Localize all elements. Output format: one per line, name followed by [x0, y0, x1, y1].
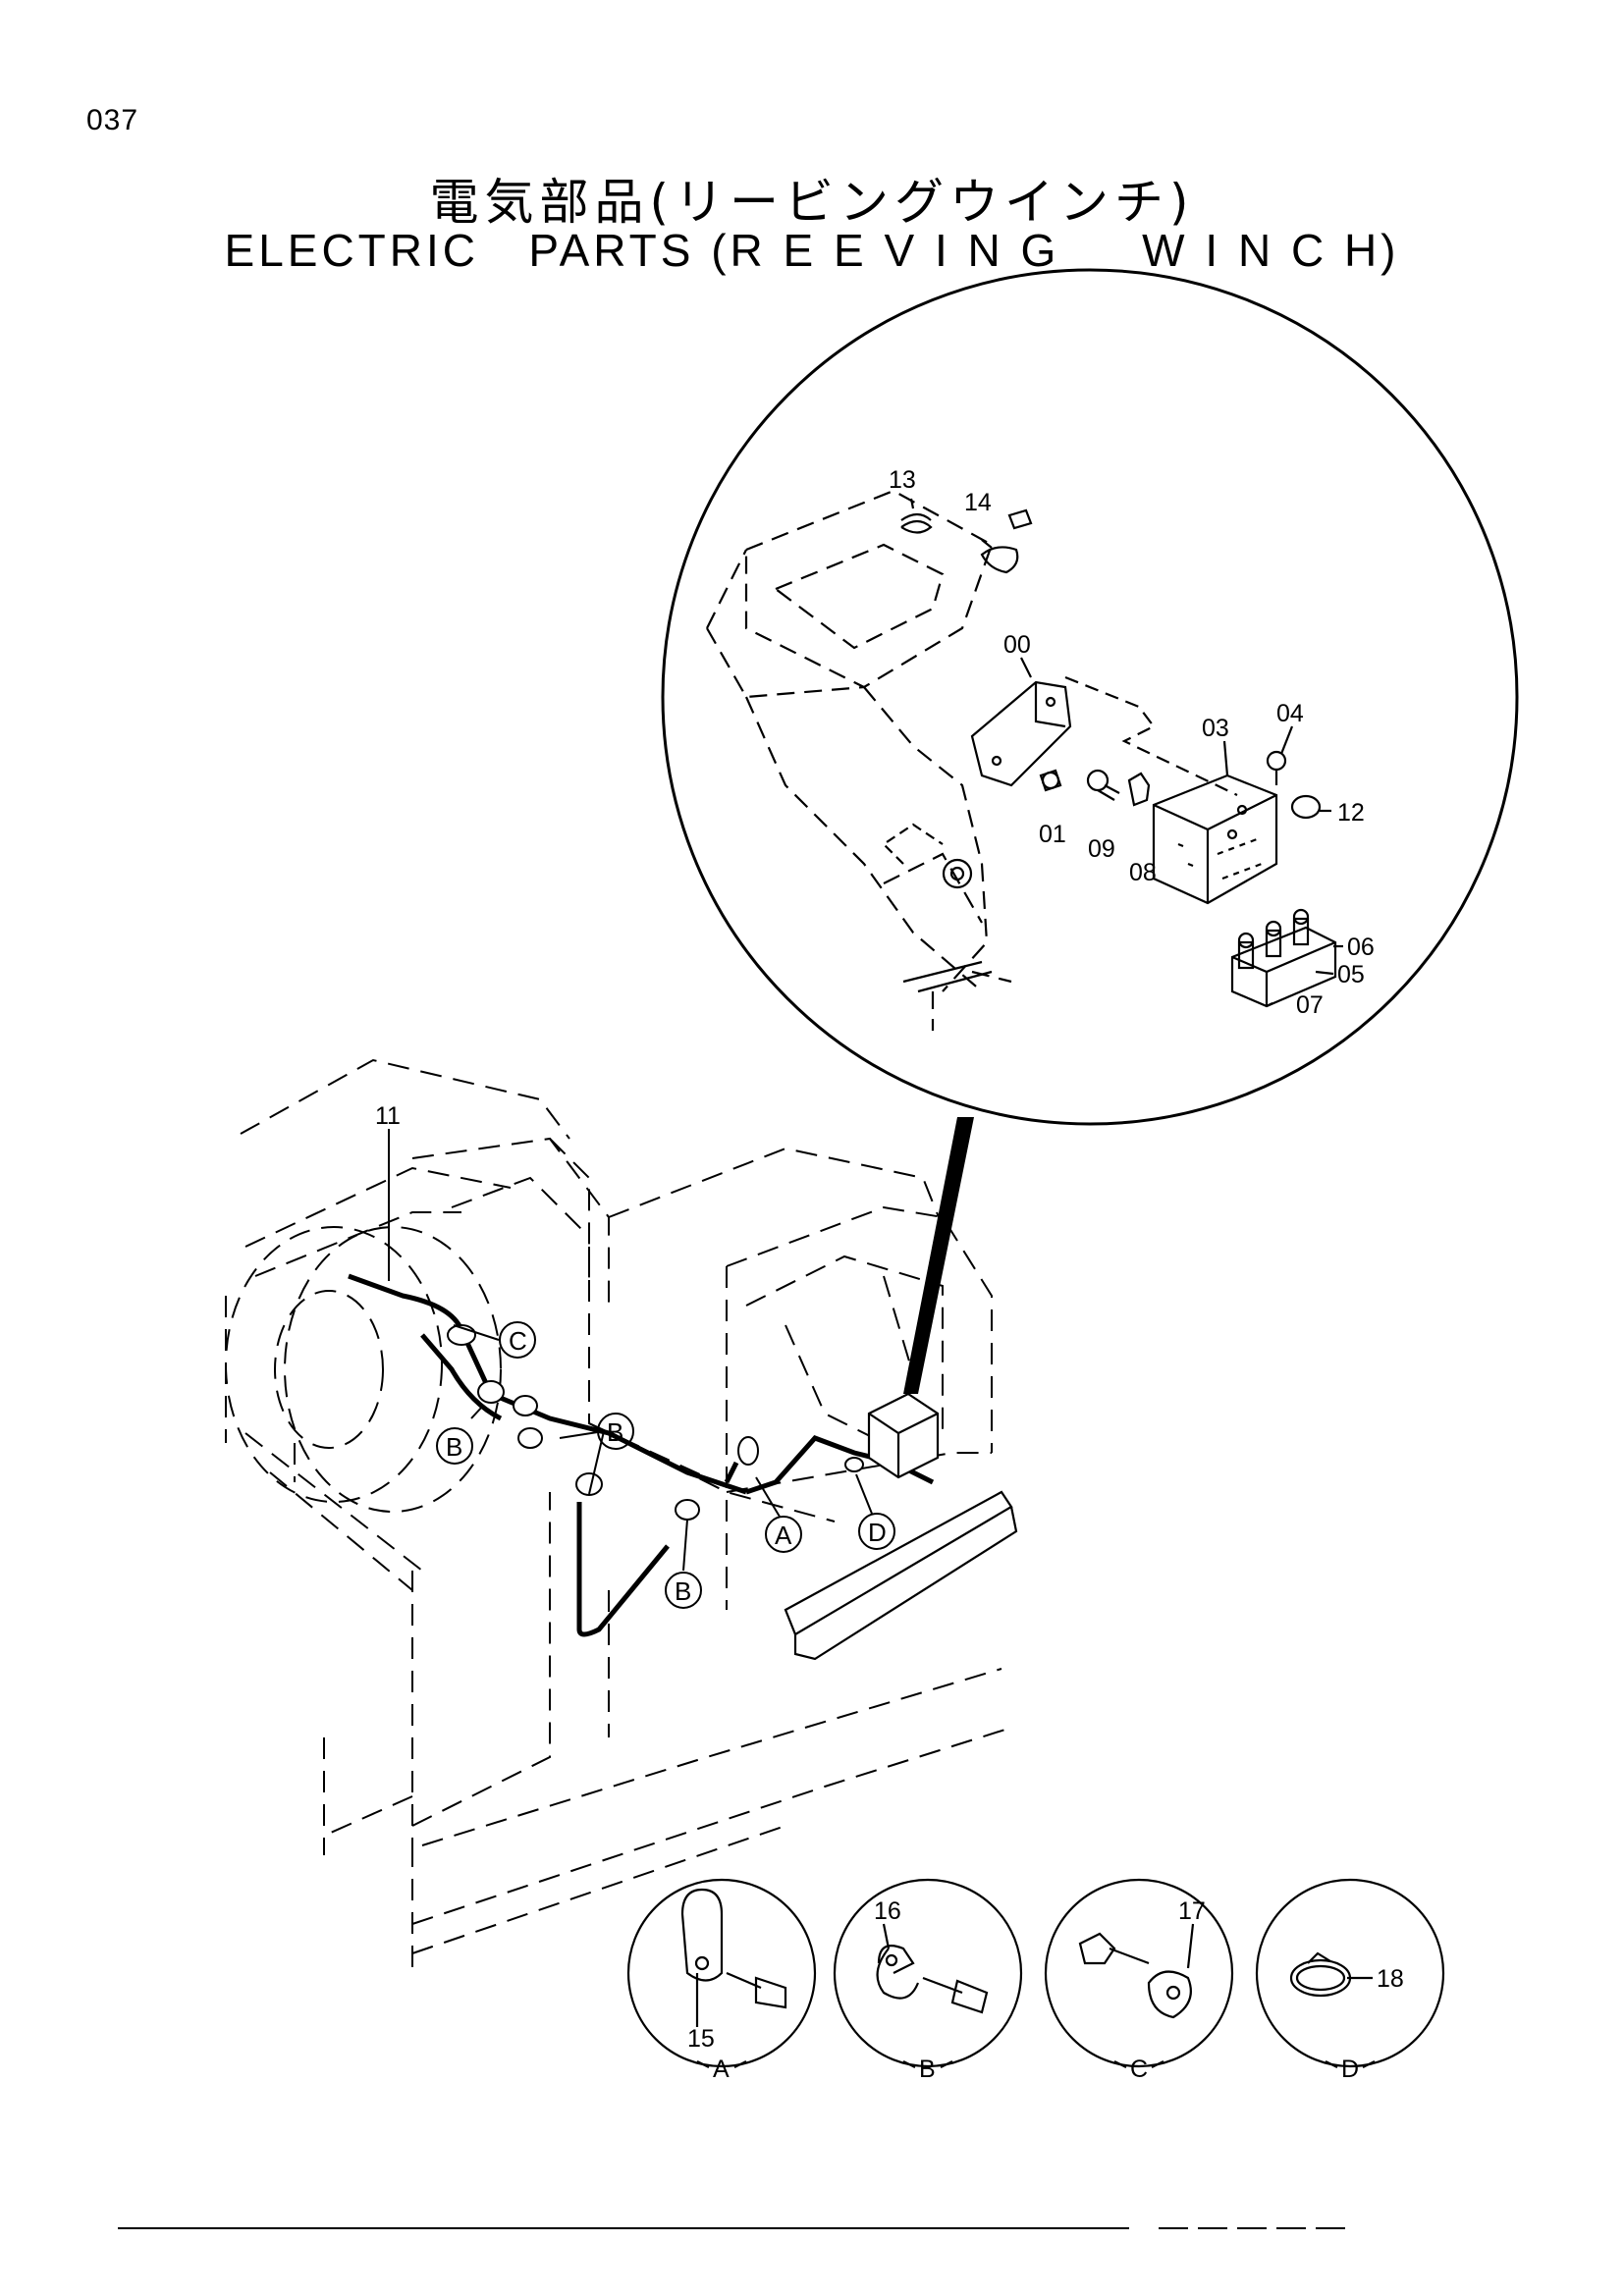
callout-labels: C B B B A D 11: [375, 1102, 887, 1606]
part-label-03: 03: [1202, 715, 1229, 742]
harness-clamps: [447, 1324, 864, 1521]
page-number: 037: [86, 104, 139, 136]
callout-b-lower: B: [675, 1576, 691, 1606]
part-label-05: 05: [1337, 961, 1365, 988]
callout-b-left: B: [446, 1432, 462, 1462]
part-label-16: 16: [874, 1897, 901, 1925]
deck-platform: [784, 1490, 1018, 1661]
callouts: [388, 1129, 895, 1609]
part-label-11: 11: [375, 1102, 401, 1130]
part-label-09: 09: [1088, 835, 1115, 863]
detail-views: [626, 1878, 1445, 2068]
detail-view-label-c: C: [1130, 2056, 1148, 2083]
part-label-17: 17: [1178, 1897, 1206, 1925]
callout-d: D: [868, 1518, 887, 1547]
part-label-06: 06: [1347, 934, 1375, 961]
detail-pointer: [903, 1117, 974, 1394]
harness-wire: [348, 1273, 935, 1637]
detail-view-label-d: D: [1341, 2056, 1359, 2083]
part-label-00: 00: [1003, 631, 1031, 659]
switch-box-on-cab: [867, 1392, 940, 1479]
callout-b-right: B: [607, 1417, 623, 1447]
callout-a: A: [775, 1521, 792, 1550]
title-japanese: 電気部品(リービングウインチ): [429, 174, 1195, 231]
callout-c: C: [509, 1326, 527, 1356]
part-label-13: 13: [889, 466, 916, 494]
detail-magnified-view: [661, 268, 1519, 1126]
part-label-01: 01: [1039, 821, 1066, 848]
part-label-12: 12: [1337, 799, 1365, 827]
detail-view-label-a: A: [713, 2056, 730, 2083]
part-label-04: 04: [1276, 700, 1304, 727]
part-label-08: 08: [1129, 859, 1157, 886]
machine-assembly: [225, 1058, 1012, 1973]
title-english: ELECTRIC PARTS (R E E V I N G W I N C H): [224, 225, 1400, 276]
detail-part-labels: 13 14 00 01 09 08 03 04 12 06 05 07: [889, 466, 1375, 1019]
part-label-15: 15: [687, 2025, 715, 2053]
part-label-14: 14: [964, 489, 992, 516]
detail-view-labels: 15 16 17 18 A B C D: [687, 1897, 1404, 2083]
part-label-18: 18: [1377, 1965, 1404, 1993]
detail-view-label-b: B: [919, 2056, 936, 2083]
part-label-07: 07: [1296, 991, 1324, 1019]
